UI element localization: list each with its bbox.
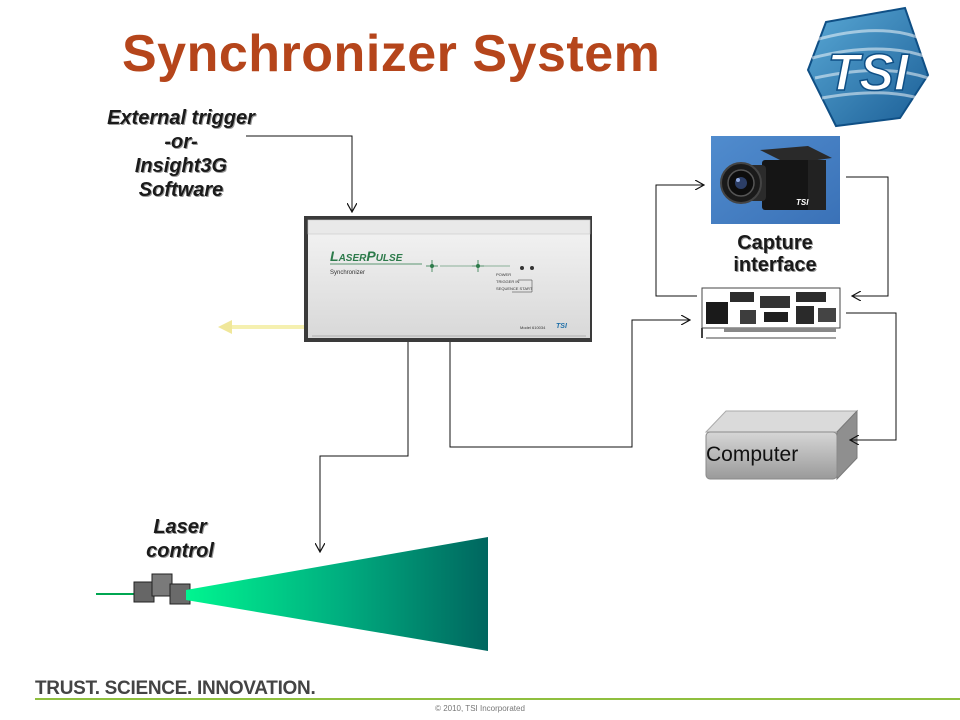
capture-label-line-2: interface	[733, 254, 817, 276]
trigger-line-1: External trigger	[107, 107, 255, 129]
trigger-led	[530, 266, 534, 270]
camera-to-board-connection	[846, 176, 889, 296]
laser-head	[96, 573, 191, 605]
footer-copyright: © 2010, TSI Incorporated	[435, 704, 525, 713]
laser-label-line-1: Laser	[153, 516, 207, 538]
external-trigger-label: External trigger -or- Insight3G Software	[90, 106, 272, 202]
device-brand-l: L	[330, 248, 339, 264]
indicator-power: POWER	[496, 272, 511, 277]
laser-beam	[186, 537, 488, 651]
laserpulse-synchronizer: LASERPULSE Synchronizer POWER TRIGGER IN…	[304, 216, 592, 342]
camera: TSI	[711, 136, 840, 224]
capture-label-line-1: Capture	[737, 232, 813, 254]
indicator-sequence-start: SEQUENCE START	[496, 286, 533, 291]
indicator-trigger-in: TRIGGER IN	[496, 279, 519, 284]
trigger-connection	[246, 135, 352, 212]
svg-text:LASERPULSE: LASERPULSE	[330, 248, 403, 264]
device-model: Model 610034	[520, 325, 546, 330]
page-title: Synchronizer System	[122, 25, 661, 83]
capture-interface-label: Capture interface	[700, 232, 850, 276]
trigger-line-4: Software	[138, 179, 224, 201]
trigger-line-2: -or-	[164, 131, 198, 153]
device-tsi-logo: TSI	[556, 323, 568, 330]
laser-label-line-2: control	[146, 540, 214, 562]
computer-label: Computer	[706, 443, 799, 466]
capture-connection	[449, 320, 690, 448]
tsi-logo-text: TSI	[828, 44, 910, 102]
laser-control-connection	[320, 342, 409, 552]
indicator-star-1	[426, 260, 438, 272]
device-brand-aser: ASER	[338, 253, 368, 264]
device-brand-p: P	[366, 248, 376, 264]
indicator-star-2	[472, 260, 484, 272]
device-subtitle: Synchronizer	[330, 270, 365, 276]
tsi-logo: TSI	[806, 6, 931, 128]
camera-tsi-logo: TSI	[796, 198, 809, 207]
board-to-computer-connection	[846, 312, 897, 440]
footer-rule	[35, 698, 960, 700]
board-to-camera-connection	[655, 185, 704, 297]
capture-board	[701, 287, 841, 339]
footer-tagline: TRUST. SCIENCE. INNOVATION.	[35, 678, 316, 699]
power-led	[520, 266, 524, 270]
yellow-output-arrow	[218, 320, 304, 334]
computer	[704, 409, 859, 481]
device-brand-ulse: ULSE	[376, 253, 403, 264]
laser-control-label: Laser control	[130, 515, 230, 563]
trigger-line-3: Insight3G	[134, 155, 228, 177]
